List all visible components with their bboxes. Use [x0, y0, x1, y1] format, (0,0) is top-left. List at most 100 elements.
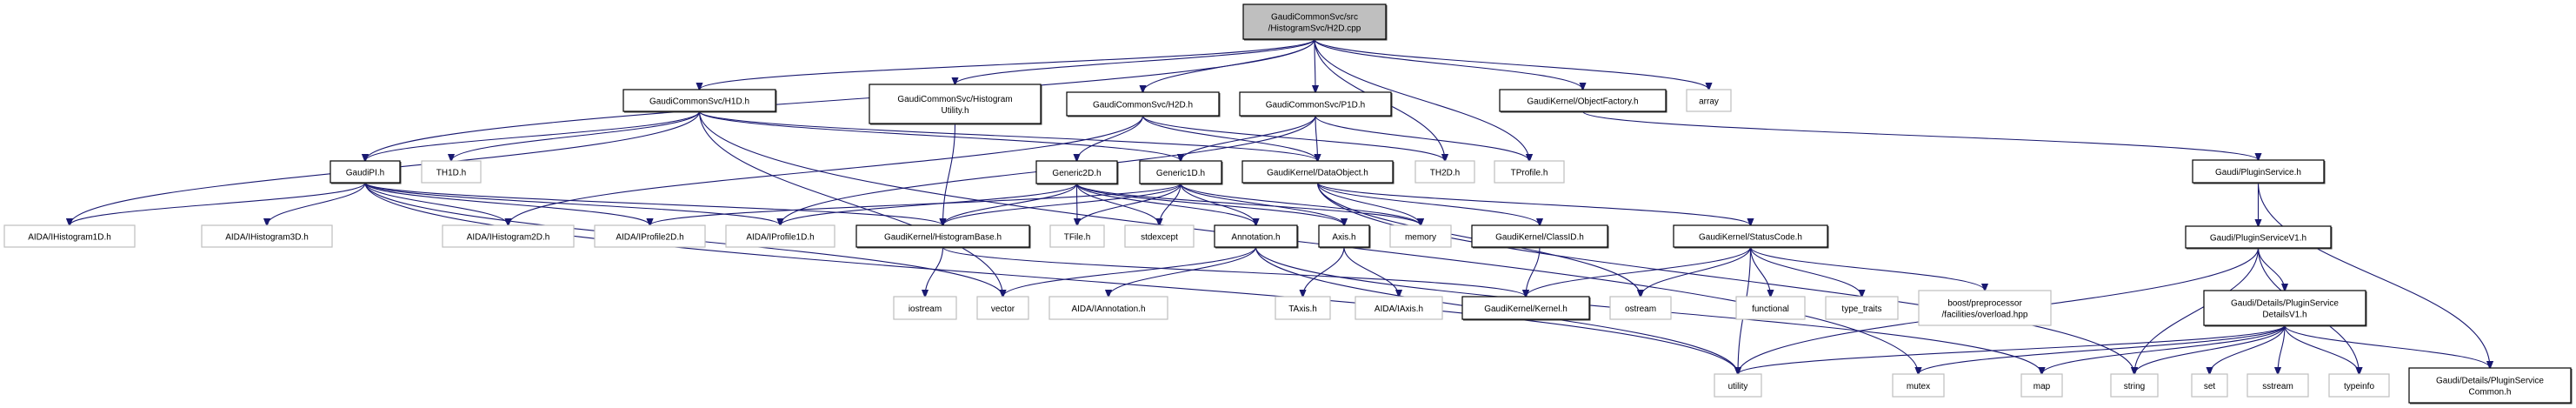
- node-label: memory: [1405, 233, 1436, 243]
- node-box: [2192, 159, 2325, 184]
- edge-generic1d-to-stdexcept: [1160, 183, 1181, 225]
- node-box: [1214, 224, 1298, 248]
- node-label: functional: [1752, 304, 1789, 314]
- node-label: GaudiCommonSvc/Histogram: [897, 95, 1012, 104]
- node-label: Gaudi/Details/PluginService: [2436, 377, 2544, 386]
- node-label: GaudiKernel/HistogramBase.h: [884, 233, 1002, 243]
- edge-gaudipi-to-aida_ih1d: [70, 182, 366, 225]
- edge-generic1d-to-aida_ip2d: [650, 183, 1181, 225]
- node-gaudipi[interactable]: GaudiPI.h: [329, 160, 402, 184]
- node-aida_ip2d: AIDA/IProfile2D.h: [594, 224, 706, 248]
- edge-generic1d-to-memory: [1180, 183, 1421, 225]
- node-pluginservice[interactable]: Gaudi/PluginService.h: [2192, 159, 2326, 184]
- node-p1d[interactable]: GaudiCommonSvc/P1D.h: [1239, 91, 1393, 117]
- node-shadow: [1243, 162, 1395, 184]
- node-box: [869, 84, 1042, 124]
- node-annotation[interactable]: Annotation.h: [1214, 224, 1299, 249]
- node-label: vector: [991, 304, 1015, 314]
- node-mutex: mutex: [1892, 373, 1945, 398]
- node-tfile: TFile.h: [1049, 224, 1105, 248]
- node-shadow: [870, 85, 1042, 125]
- node-box: [1048, 296, 1168, 320]
- node-generic1d[interactable]: Generic1D.h: [1139, 160, 1223, 185]
- node-box: [1389, 224, 1452, 248]
- edge-gaudipi-to-aida_ip2d: [364, 182, 650, 225]
- node-h1d[interactable]: GaudiCommonSvc/H1D.h: [622, 89, 777, 113]
- node-box: [976, 296, 1029, 320]
- edge-root-to-histutil: [955, 38, 1315, 84]
- node-shadow: [1473, 226, 1609, 249]
- node-objfactory[interactable]: GaudiKernel/ObjectFactory.h: [1499, 89, 1667, 113]
- node-histbase[interactable]: GaudiKernel/HistogramBase.h: [855, 224, 1031, 249]
- node-box: [2408, 367, 2572, 404]
- edge-detailsv1-to-string: [2134, 324, 2286, 374]
- edge-root-to-objfactory: [1314, 38, 1583, 90]
- node-box: [622, 89, 776, 112]
- node-label: boost/preprocessor: [1947, 299, 2022, 309]
- node-label: AIDA/IProfile1D.h: [746, 233, 814, 243]
- edge-h2d-to-generic2d: [1077, 115, 1144, 161]
- edge-h1d-to-generic1d: [698, 110, 1181, 161]
- node-shadow: [1068, 93, 1221, 117]
- node-pluginservicev1[interactable]: Gaudi/PluginServiceV1.h: [2185, 225, 2333, 250]
- node-label: Gaudi/PluginService.h: [2215, 168, 2301, 177]
- node-functional: functional: [1735, 296, 1806, 320]
- edge-gaudipi-to-aida_ip1d: [364, 182, 781, 225]
- node-label: iostream: [909, 304, 942, 314]
- node-dataobject[interactable]: GaudiKernel/DataObject.h: [1241, 160, 1395, 184]
- edge-detailsv1-to-typeinfo: [2284, 324, 2360, 374]
- edge-generic2d-to-tfile: [1077, 183, 1078, 225]
- node-box: [2247, 373, 2309, 398]
- node-ostream: ostream: [1609, 296, 1672, 320]
- node-label: string: [2124, 382, 2145, 391]
- edge-root-to-gaudipi: [365, 38, 1315, 161]
- edge-pluginservicev1-to-detailsv1: [2257, 247, 2286, 291]
- node-label: GaudiKernel/DataObject.h: [1267, 169, 1368, 178]
- node-box: [1318, 224, 1370, 248]
- edge-h1d-to-gaudipi: [365, 110, 701, 161]
- node-label: /facilities/overload.hpp: [1942, 311, 2028, 320]
- node-box: [421, 160, 482, 184]
- node-box: [1139, 160, 1222, 184]
- edge-gaudipi-to-utility: [364, 182, 1738, 374]
- node-label: type_traits: [1841, 304, 1881, 314]
- edge-dataobject-to-memory: [1316, 182, 1421, 225]
- node-vector: vector: [976, 296, 1029, 320]
- node-classid[interactable]: GaudiKernel/ClassID.h: [1471, 224, 1609, 249]
- edge-generic2d-to-annotation: [1075, 183, 1256, 225]
- edge-dataobject-to-classid: [1316, 182, 1541, 225]
- node-aida_ih1d: AIDA/IHistogram1D.h: [3, 224, 136, 248]
- node-box: [1066, 91, 1220, 117]
- node-label: GaudiCommonSvc/src: [1271, 13, 1358, 23]
- node-root[interactable]: GaudiCommonSvc/src/HistogramSvc/H2D.cpp: [1242, 3, 1388, 41]
- edge-root-to-tprofile: [1314, 38, 1529, 161]
- node-box: [2185, 225, 2332, 249]
- edge-generic1d-to-tfile: [1077, 183, 1181, 225]
- node-label: ostream: [1625, 304, 1656, 314]
- node-box: [1735, 296, 1806, 320]
- node-axis[interactable]: Axis.h: [1318, 224, 1371, 249]
- edge-statuscode-to-kernel: [1526, 246, 1752, 297]
- edge-axis-to-aida_iaxis: [1343, 246, 1399, 297]
- edge-objfactory-to-pluginservice: [1581, 110, 2259, 160]
- node-string: string: [2110, 373, 2159, 398]
- edge-p1d-to-tprofile: [1315, 115, 1529, 161]
- edge-generic2d-to-histbase: [943, 183, 1078, 225]
- node-box: [1275, 296, 1331, 320]
- node-aida_ih3d: AIDA/IHistogram3D.h: [201, 224, 333, 248]
- node-tprofile: TProfile.h: [1494, 160, 1565, 184]
- node-label: Gaudi/PluginServiceV1.h: [2210, 234, 2306, 244]
- node-map: map: [2020, 373, 2063, 398]
- node-kernel[interactable]: GaudiKernel/Kernel.h: [1461, 296, 1591, 321]
- node-statuscode[interactable]: GaudiKernel/StatusCode.h: [1673, 224, 1829, 249]
- node-h2d[interactable]: GaudiCommonSvc/H2D.h: [1066, 91, 1221, 117]
- edge-gaudipi-to-aida_ih3d: [267, 182, 366, 225]
- edge-detailsv1-to-sstream: [2278, 324, 2286, 374]
- node-generic2d[interactable]: Generic2D.h: [1035, 160, 1119, 185]
- node-th1d: TH1D.h: [421, 160, 482, 184]
- node-box: [2110, 373, 2159, 398]
